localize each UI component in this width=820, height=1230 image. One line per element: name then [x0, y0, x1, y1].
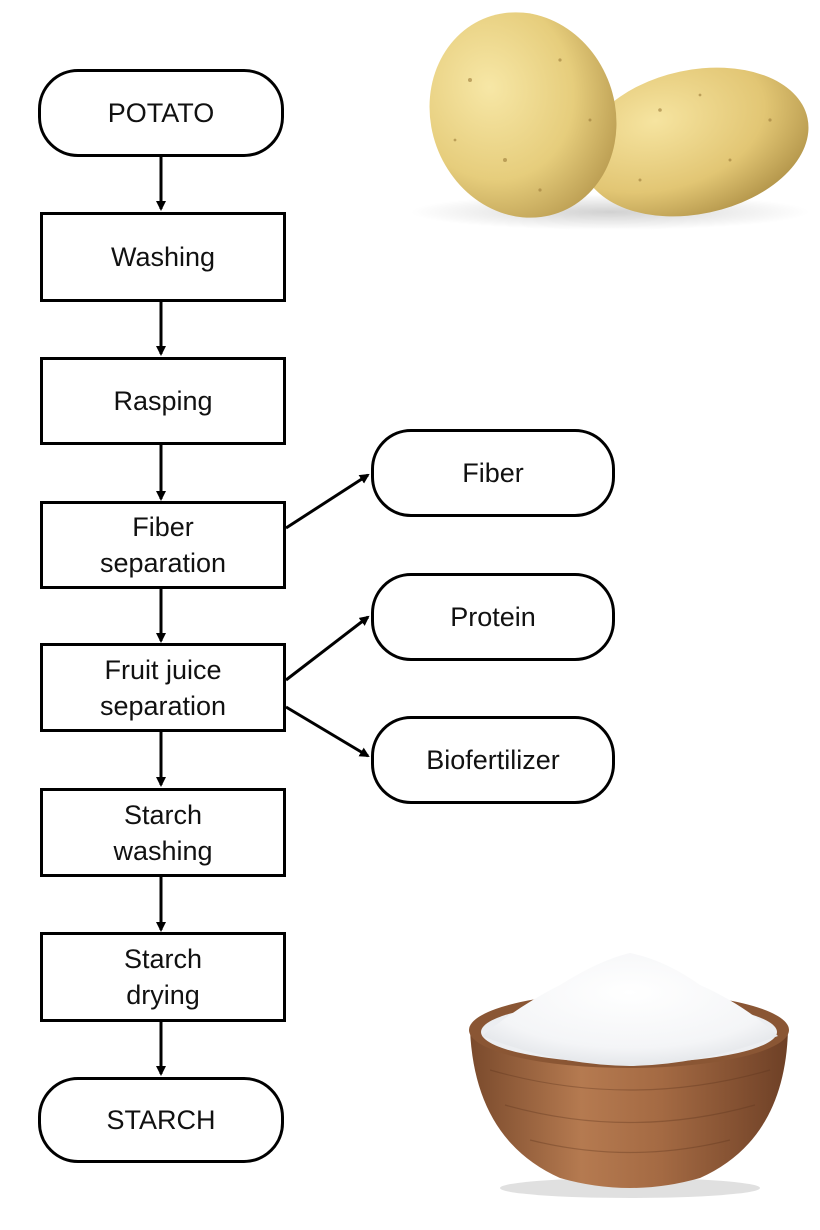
node-protein: Protein — [371, 573, 615, 661]
arrow-to-biofertilizer — [285, 705, 370, 758]
starch-powder — [482, 953, 778, 1066]
node-biofertilizer: Biofertilizer — [371, 716, 615, 804]
node-fruit-juice-separation-label: Fruit juice separation — [99, 654, 227, 721]
node-fiber-separation-label: Fiber separation — [99, 512, 227, 578]
node-potato-label: POTATO — [107, 98, 215, 128]
node-biofertilizer-label: Biofertilizer — [426, 745, 560, 775]
node-starch-washing: Starch washing — [40, 788, 286, 877]
node-fiber: Fiber — [371, 429, 615, 517]
node-starch-drying-label: Starch drying — [123, 944, 203, 1010]
node-fiber-separation: Fiber separation — [40, 501, 286, 589]
node-rasping-label: Rasping — [113, 386, 213, 416]
potato-eyes — [453, 58, 772, 192]
arrow-to-fiber — [285, 473, 370, 530]
node-protein-label: Protein — [450, 602, 536, 632]
arrow-to-protein — [285, 615, 370, 682]
node-starch-label: STARCH — [106, 1105, 216, 1135]
node-potato: POTATO — [38, 69, 284, 157]
node-fruit-juice-separation: Fruit juice separation — [40, 643, 286, 732]
potato-left — [429, 12, 617, 218]
potato-right — [581, 67, 809, 217]
node-starch: STARCH — [38, 1077, 284, 1163]
node-rasping: Rasping — [40, 357, 286, 445]
node-washing: Washing — [40, 212, 286, 302]
node-starch-drying: Starch drying — [40, 932, 286, 1022]
node-starch-washing-label: Starch washing — [113, 799, 213, 866]
node-washing-label: Washing — [110, 242, 216, 272]
bowl-body — [470, 1030, 788, 1188]
bowl-wood-grain — [489, 1069, 771, 1154]
node-fiber-label: Fiber — [462, 458, 524, 488]
